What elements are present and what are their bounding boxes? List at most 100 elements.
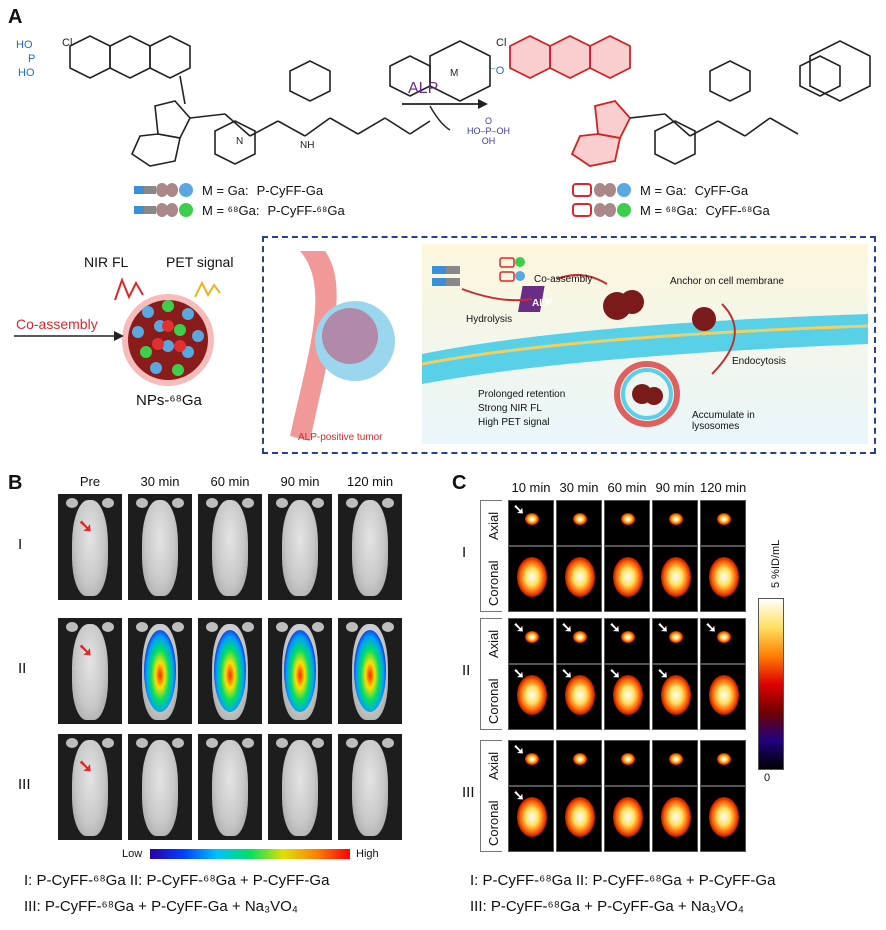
pet-signal <box>517 797 547 837</box>
endocytosis-label: Endocytosis <box>732 356 786 367</box>
panel-a-label: A <box>8 6 23 28</box>
right-structure-chromophore <box>509 34 632 167</box>
pet-arrow-icon: ➘ <box>705 619 717 635</box>
compound-icon-ga <box>572 183 631 197</box>
mouse-body <box>352 500 388 596</box>
nanoparticle-dot <box>140 346 152 358</box>
alp-enzyme-label: ALP <box>408 80 439 97</box>
mouse-body <box>142 500 178 596</box>
mouse-ear <box>276 738 288 748</box>
pet-signal <box>621 753 635 765</box>
pet-signal-label: PET signal <box>166 254 234 270</box>
compound-name: CyFF-Ga <box>694 182 749 198</box>
pet-arrow-icon: ➘ <box>609 665 621 681</box>
pet-coronal-image <box>700 664 746 730</box>
panel-c-timepoint: 30 min <box>559 480 599 495</box>
pet-axial-image: ➘ <box>508 618 554 664</box>
pet-coronal-image <box>604 786 650 852</box>
pet-signal <box>661 797 691 837</box>
panel-c-group-label: II <box>462 662 471 679</box>
scale-high: High <box>356 848 379 860</box>
mouse-image <box>268 494 332 600</box>
panel-c-group-label: III <box>462 784 475 801</box>
svg-text:M: M <box>450 68 458 79</box>
panel-b-timepoint: 60 min <box>210 474 250 489</box>
tumor-arrow-icon: ➘ <box>78 640 94 660</box>
scale-colorbar <box>150 849 350 859</box>
panel-c-view-label: Axial <box>486 629 501 658</box>
pet-coronal-image: ➘ <box>508 664 554 730</box>
pet-axial-image <box>700 740 746 786</box>
pet-coronal-image <box>556 546 602 612</box>
panel-b-group-label: I <box>18 536 23 553</box>
pet-arrow-icon: ➘ <box>657 665 669 681</box>
scale-low: Low <box>122 848 143 860</box>
nanoparticle-dot <box>150 362 162 374</box>
panel-b-legend-2: III: P-CyFF-⁶⁸Ga + P-CyFF-Ga + Na₃VO₄ <box>24 898 298 915</box>
nanoparticle-dot <box>172 364 184 376</box>
left-structure <box>69 35 491 167</box>
pet-arrow-icon: ➘ <box>657 619 669 635</box>
panel-c-group-bracket <box>480 740 502 852</box>
phosphate-byproduct: O HO–P–OH OH <box>467 116 511 146</box>
mouse-image: ➘ <box>58 618 122 724</box>
pet-coronal-image: ➘ <box>508 786 554 852</box>
hydrolysis-label: Hydrolysis <box>466 314 513 325</box>
byproduct-oh1: HO <box>467 126 481 136</box>
mouse-ear <box>206 622 218 632</box>
pet-signal <box>669 753 683 765</box>
pet-signal <box>573 513 587 525</box>
compound-name: P-CyFF-Ga <box>256 182 324 198</box>
fluorescence-signal <box>354 630 386 712</box>
outcome-retention: Prolonged retention <box>478 389 566 400</box>
pet-coronal-image <box>652 786 698 852</box>
pet-signal <box>613 675 643 715</box>
mouse-ear <box>206 738 218 748</box>
mouse-ear <box>346 498 358 508</box>
mouse-image <box>128 734 192 840</box>
panel-b-timepoint: Pre <box>79 474 101 489</box>
pet-axial-image <box>604 500 650 546</box>
pet-coronal-image: ➘ <box>652 664 698 730</box>
outcome-pet: High PET signal <box>478 417 550 428</box>
pet-signal <box>525 513 539 525</box>
panel-c-timepoint: 60 min <box>607 480 647 495</box>
panel-c-legend-2: III: P-CyFF-⁶⁸Ga + P-CyFF-Ga + Na₃VO₄ <box>470 898 744 915</box>
pet-signal <box>621 631 635 643</box>
compound-icon-68ga <box>572 203 631 217</box>
pet-arrow-icon: ➘ <box>609 619 621 635</box>
pet-axial-image <box>652 740 698 786</box>
fluorescence-signal <box>144 630 176 712</box>
mouse-ear <box>312 622 324 632</box>
mouse-body <box>212 500 248 596</box>
pet-axial-image: ➘ <box>508 500 554 546</box>
pet-coronal-image <box>652 546 698 612</box>
compound-label: M = Ga: <box>202 182 249 198</box>
mouse-ear <box>382 738 394 748</box>
pet-signal <box>565 797 595 837</box>
right-structure-chain <box>629 40 871 165</box>
mouse-image <box>198 618 262 724</box>
mouse-ear <box>346 622 358 632</box>
mouse-ear <box>102 622 114 632</box>
nanoparticle-dot <box>162 320 174 332</box>
pet-signal <box>621 513 635 525</box>
pet-signal <box>573 753 587 765</box>
nanoparticle-dot <box>142 306 154 318</box>
mouse-image <box>338 618 402 724</box>
pet-axial-image <box>700 500 746 546</box>
pet-signal <box>661 675 691 715</box>
svg-text:HO: HO <box>16 39 33 51</box>
nanoparticle-dot <box>162 340 174 352</box>
byproduct-p: P <box>485 126 492 136</box>
nanoparticle-dot <box>182 308 194 320</box>
panel-c-timepoint: 120 min <box>700 480 747 495</box>
pet-signal <box>613 557 643 597</box>
mouse-ear <box>276 622 288 632</box>
compound-icon-68ga <box>134 203 193 217</box>
nanoparticle-icon <box>122 294 214 386</box>
pet-scale-zero: 0 <box>764 772 771 784</box>
alp-mech-label: ALP <box>532 298 552 309</box>
mouse-image <box>198 734 262 840</box>
panel-b-timepoint: 30 min <box>140 474 180 489</box>
